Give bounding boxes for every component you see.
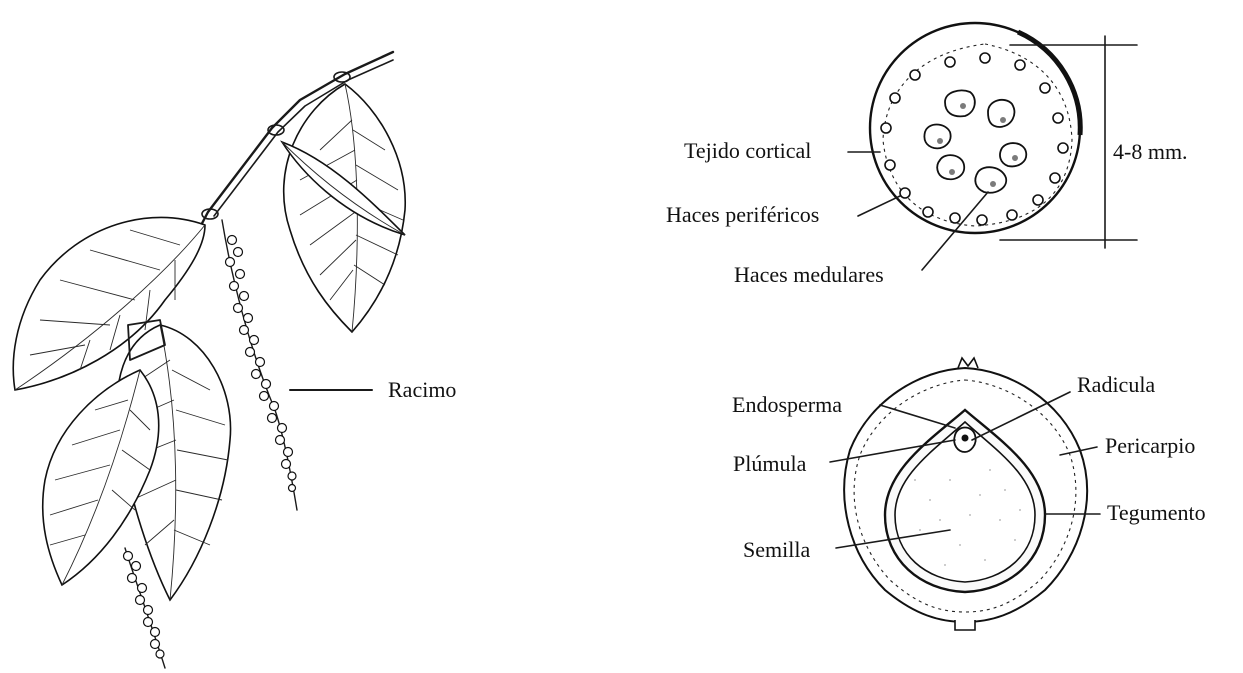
label-radicula: Radicula: [1077, 372, 1155, 397]
label-haces-perifericos: Haces periféricos: [666, 202, 819, 227]
leaf-lower-left: [43, 370, 159, 585]
racimo-label: Racimo: [388, 377, 456, 402]
raceme-beads: [226, 236, 297, 492]
label-tegumento: Tegumento: [1107, 500, 1206, 525]
plant-branch-drawing: Racimo: [13, 52, 456, 668]
stem-cross-section: Tejido cortical Haces periféricos Haces …: [666, 23, 1188, 287]
label-semilla: Semilla: [743, 537, 810, 562]
label-endosperma: Endosperma: [732, 392, 842, 417]
label-plumula: Plúmula: [733, 451, 807, 476]
label-pericarpio: Pericarpio: [1105, 433, 1195, 458]
fruit-cross-section: Endosperma Radicula Plúmula Pericarpio T…: [732, 358, 1206, 630]
label-diameter: 4-8 mm.: [1113, 139, 1188, 164]
label-tejido-cortical: Tejido cortical: [684, 138, 811, 163]
leaf-upper-right: [284, 84, 406, 332]
label-haces-medulares: Haces medulares: [734, 262, 884, 287]
